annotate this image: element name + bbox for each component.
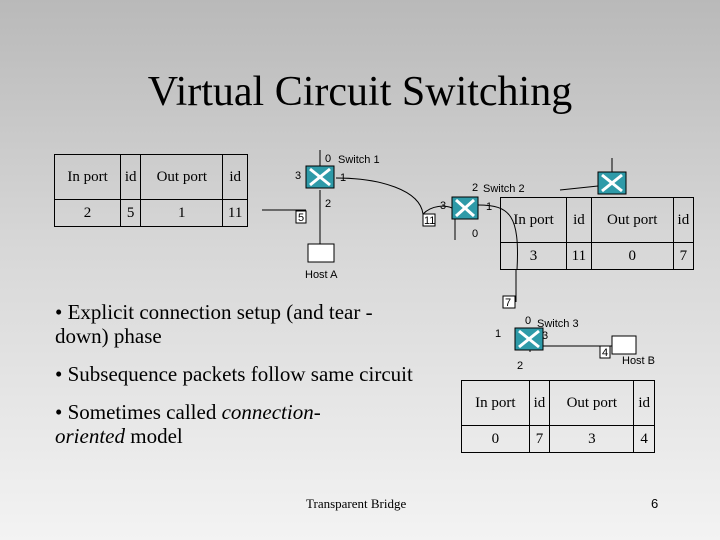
bullet-text: model <box>124 424 183 448</box>
label-box-host-b <box>599 345 611 359</box>
s1-port-0: 0 <box>325 153 331 165</box>
s3-port-0: 0 <box>525 315 531 327</box>
host-a-label: Host A <box>305 269 338 281</box>
link-label-s2-out: 7 <box>505 297 511 309</box>
s2-port-3: 3 <box>440 200 446 212</box>
header-out-port: Out port <box>140 154 224 200</box>
host-a-icon <box>307 243 335 263</box>
slide-title: Virtual Circuit Switching <box>147 69 573 115</box>
link-label-host-a: 5 <box>298 212 304 224</box>
switch2-x-b <box>455 198 475 218</box>
s1-port-1: 1 <box>340 172 346 184</box>
switch1-vc-table: In port id Out port id 2 5 1 11 <box>53 154 248 227</box>
s2-port-0: 0 <box>472 228 478 240</box>
bullet-connection-oriented: • Sometimes called connection-oriented m… <box>55 400 425 448</box>
bullet-setup: • Explicit connection setup (and tear -d… <box>55 300 373 348</box>
bullet-text: • Sometimes called <box>55 400 222 424</box>
switch3-x-b <box>518 329 540 349</box>
table-cell: 0 <box>461 425 530 453</box>
link-label-host-b: 4 <box>602 347 608 359</box>
table-cell: 0 <box>590 242 674 270</box>
footer-text: Transparent Bridge <box>306 496 407 511</box>
switch2-name: Switch 2 <box>483 183 525 195</box>
header-in-port: In port <box>499 197 568 243</box>
table-cell: 3 <box>499 242 568 270</box>
host-b-label: Host B <box>622 355 655 367</box>
page-number: 6 <box>651 496 659 511</box>
bullet-italic-text: oriented <box>55 424 125 448</box>
label-box-s1-out <box>422 213 436 227</box>
table-cell: 3 <box>549 425 635 453</box>
table-cell: 4 <box>633 425 655 453</box>
label-box-host-a <box>295 210 307 224</box>
header-in-port: In port <box>53 154 122 200</box>
switch-corner-x-b <box>601 173 623 193</box>
header-in-id: id <box>566 197 592 243</box>
link-label-s1-out: 11 <box>424 215 435 227</box>
s2-port-1: 1 <box>486 201 492 213</box>
header-out-port: Out port <box>549 380 635 426</box>
header-out-id: id <box>672 197 695 243</box>
s2-port-2: 2 <box>472 182 478 194</box>
switch1-x-b <box>309 167 331 187</box>
header-in-id: id <box>120 154 142 200</box>
switch3-name: Switch 3 <box>537 318 579 330</box>
bullet-list: • Explicit connection setup (and tear -d… <box>55 300 425 462</box>
s1-port-2: 2 <box>325 198 331 210</box>
table-cell: 1 <box>140 199 224 227</box>
header-out-port: Out port <box>590 197 674 243</box>
table-cell: 11 <box>222 199 248 227</box>
table-cell: 5 <box>120 199 142 227</box>
switch1-name: Switch 1 <box>338 154 380 166</box>
table-cell: 7 <box>672 242 695 270</box>
table-cell: 11 <box>566 242 592 270</box>
switch2-vc-table: In port id Out port id 3 11 0 7 <box>499 197 695 270</box>
switch3-vc-table: In port id Out port id 0 7 3 4 <box>461 380 655 453</box>
header-out-id: id <box>633 380 655 426</box>
table-cell: 2 <box>53 199 122 227</box>
header-out-id: id <box>222 154 248 200</box>
bullet-same-circuit: • Subsequence packets follow same circui… <box>55 362 413 386</box>
header-in-id: id <box>528 380 551 426</box>
s3-port-2: 2 <box>517 360 523 372</box>
s1-port-3: 3 <box>295 170 301 182</box>
label-box-s2-out <box>502 295 516 309</box>
s3-port-1: 1 <box>495 328 501 340</box>
host-b-icon <box>611 335 637 355</box>
header-in-port: In port <box>461 380 530 426</box>
s3-port-3: 3 <box>542 330 548 342</box>
bullet-italic-text: connection- <box>221 400 321 424</box>
link-s1-s2-end <box>422 205 453 215</box>
link-corner-left <box>559 185 599 191</box>
table-cell: 7 <box>528 425 551 453</box>
link-s1-s2 <box>335 177 424 215</box>
